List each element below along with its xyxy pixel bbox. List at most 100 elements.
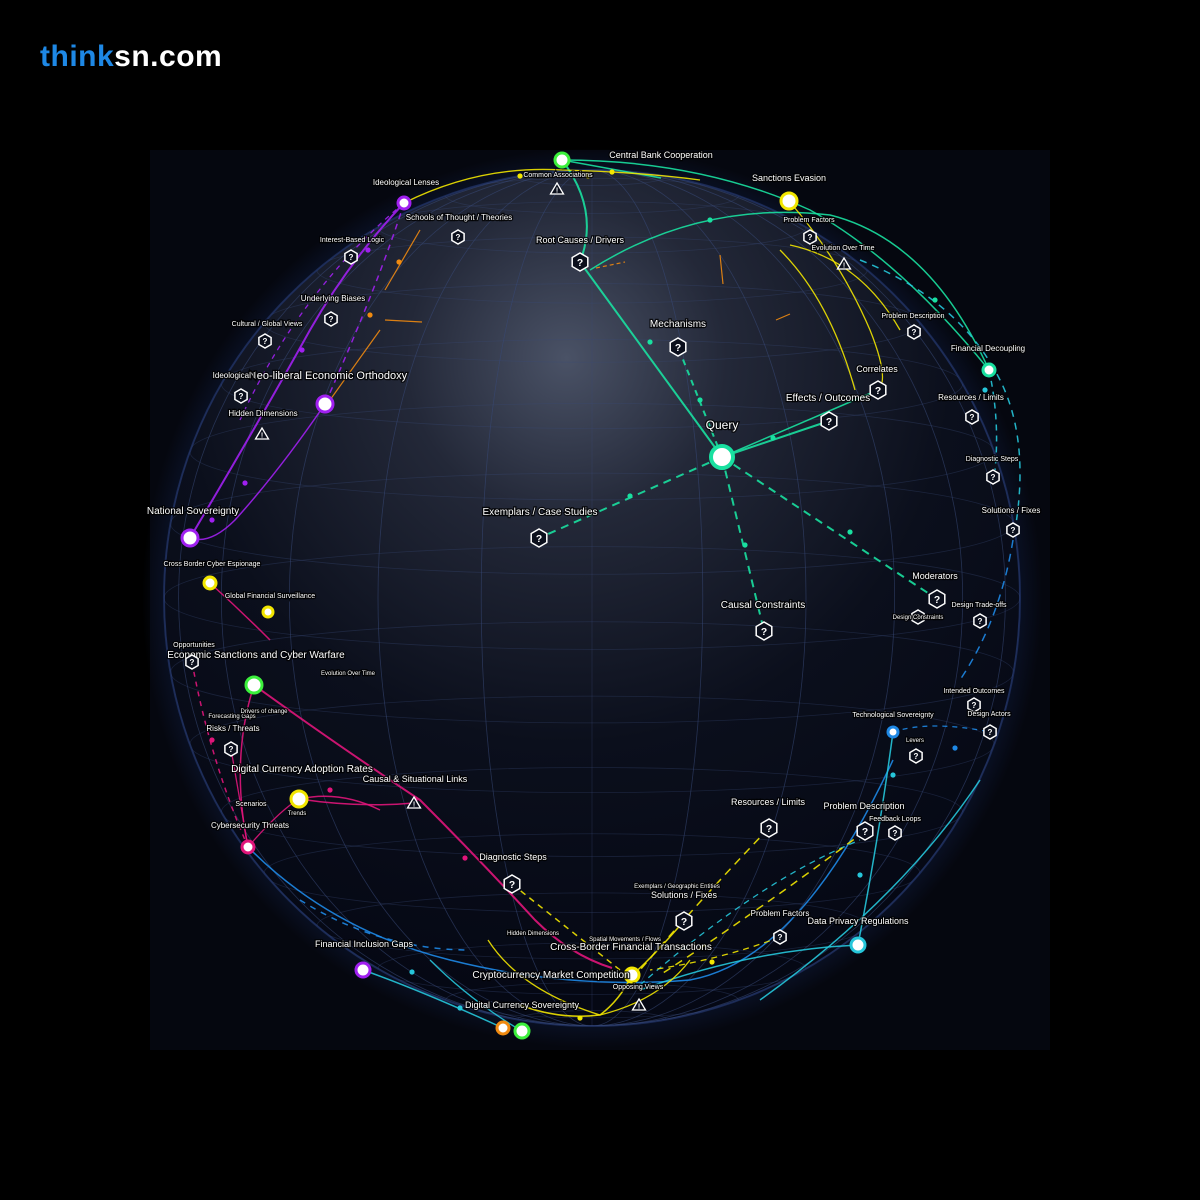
question-node-design-actors[interactable]: ?Design Actors [966, 710, 1012, 740]
entity-node-circle[interactable] [981, 362, 997, 378]
entity-node-circle[interactable] [553, 151, 571, 169]
question-node-risks-threats[interactable]: ?Risks / Threats [205, 723, 261, 757]
question-node-underlying-biases[interactable]: ?Underlying Biases [300, 293, 366, 327]
node-crypto-competition[interactable]: Cryptocurrency Market Competition [471, 969, 631, 1036]
node-ideological-lenses[interactable]: Ideological Lenses [372, 177, 440, 211]
entity-node-circle[interactable] [354, 961, 372, 979]
question-node-problem-factors-top[interactable]: ?Problem Factors [782, 216, 836, 245]
question-node-schools-of-thought[interactable]: ?Schools of Thought / Theories [405, 212, 513, 245]
entity-node-circle[interactable] [849, 936, 867, 954]
question-node-resources-limits-right[interactable]: ?Resources / Limits [937, 392, 1005, 425]
entity-node-circle[interactable] [396, 195, 412, 211]
warning-node-opposing-views[interactable]: !Opposing Views [612, 983, 665, 1011]
question-hex-icon[interactable] [185, 654, 199, 670]
warning-triangle-icon[interactable] [836, 256, 852, 270]
warning-triangle-icon[interactable] [254, 426, 270, 440]
question-hex-icon[interactable] [965, 409, 979, 425]
entity-node-circle[interactable] [240, 839, 256, 855]
question-hex-icon[interactable] [967, 697, 981, 713]
entity-node-circle[interactable] [513, 1022, 531, 1040]
question-hex-icon[interactable] [907, 324, 921, 340]
question-hex-icon[interactable] [530, 528, 548, 548]
question-node-cultural-global-views[interactable]: ?Cultural / Global Views [230, 320, 304, 349]
question-node-solutions-fixes-right[interactable]: ?Solutions / Fixes [980, 505, 1042, 538]
question-hex-icon[interactable] [224, 741, 238, 757]
question-hex-icon[interactable] [669, 337, 687, 357]
question-node-mechanisms[interactable]: ?Mechanisms [649, 318, 707, 357]
question-hex-icon[interactable] [1006, 522, 1020, 538]
question-hex-icon[interactable] [571, 252, 589, 272]
entity-node-circle[interactable] [886, 725, 900, 739]
question-node-root-causes[interactable]: ?Root Causes / Drivers [535, 234, 626, 272]
warning-node-causal-situational-links[interactable]: !Causal & Situational Links [361, 773, 469, 809]
node-cybersecurity-threats[interactable]: Cybersecurity Threats [210, 820, 290, 855]
node-digital-currency-adoption[interactable]: Digital Currency Adoption Rates [230, 763, 374, 809]
question-hex-icon[interactable] [258, 333, 272, 349]
question-hex-icon[interactable] [344, 249, 358, 265]
question-node-causal-constraints[interactable]: ?Causal Constraints [720, 599, 806, 641]
question-node-problem-factors-bottom[interactable]: ?Problem Factors [749, 908, 811, 945]
question-node-problem-description-bottom[interactable]: ?Problem Description [822, 800, 906, 841]
node-cross-border-espionage[interactable]: Cross Border Cyber Espionage [162, 560, 262, 591]
question-node-resources-limits-bottom[interactable]: ?Resources / Limits [730, 796, 807, 838]
node-central-bank[interactable]: Central Bank Cooperation [553, 149, 714, 169]
warning-node-evolution-over-time-top[interactable]: !Evolution Over Time [810, 244, 876, 270]
question-hex-icon[interactable] [820, 411, 838, 431]
question-hex-icon[interactable] [856, 821, 874, 841]
question-node-effects-outcomes[interactable]: ?Effects / Outcomes [785, 392, 871, 431]
entity-node-circle[interactable] [261, 605, 275, 619]
node-econ-sanctions[interactable]: Economic Sanctions and Cyber Warfare [166, 649, 346, 695]
entity-node-circle[interactable] [779, 191, 799, 211]
question-hex-icon[interactable] [888, 825, 902, 841]
question-node-moderators[interactable]: ?Moderators [911, 570, 960, 609]
warning-node-common-associations[interactable]: !Common Associations [522, 171, 594, 195]
question-hex-icon[interactable] [928, 589, 946, 609]
warning-node-hidden-dimensions-left[interactable]: !Hidden Dimensions [227, 408, 299, 440]
node-tech-sovereignty[interactable]: Technological Sovereignty [851, 711, 935, 739]
node-neoliberal[interactable]: Neo-liberal Economic Orthodoxy [248, 369, 409, 414]
entity-node-circle[interactable] [623, 966, 641, 984]
warning-triangle-icon[interactable] [406, 795, 422, 809]
entity-node-circle[interactable] [180, 528, 200, 548]
question-hex-icon[interactable] [451, 229, 465, 245]
question-hex-icon[interactable] [986, 469, 1000, 485]
question-hex-icon[interactable] [760, 818, 778, 838]
entity-node-circle[interactable] [315, 394, 335, 414]
question-node-diagnostic-steps-bottom[interactable]: ?Diagnostic Steps [478, 851, 549, 894]
question-hex-icon[interactable] [234, 388, 248, 404]
node-financial-inclusion[interactable]: Financial Inclusion Gaps [314, 938, 415, 979]
warning-triangle-icon[interactable] [631, 997, 647, 1011]
node-global-surveillance[interactable]: Global Financial Surveillance [224, 592, 316, 619]
question-node-levers[interactable]: ?Levers [905, 737, 925, 764]
question-node-design-constraints[interactable]: ?Design Constraints [891, 609, 945, 625]
question-hex-icon[interactable] [869, 380, 887, 400]
node-cross-border-financial[interactable]: Cross-Border Financial Transactions [549, 941, 713, 984]
question-hex-icon[interactable] [675, 911, 693, 931]
question-hex-icon[interactable] [803, 229, 817, 245]
node-financial-decoupling[interactable]: Financial Decoupling [950, 343, 1026, 378]
entity-node-circle[interactable] [202, 575, 218, 591]
question-node-interest-based-logic[interactable]: ?Interest-Based Logic [319, 236, 386, 265]
question-node-ideological-i[interactable]: ?Ideological I [211, 370, 257, 404]
entity-node-circle[interactable] [289, 789, 309, 809]
question-hex-icon[interactable] [983, 724, 997, 740]
question-node-exemplars[interactable]: ?Exemplars / Case Studies [481, 506, 599, 548]
question-node-solutions-fixes-bottom[interactable]: ?Solutions / Fixes [650, 889, 719, 931]
node-query[interactable]: Query [704, 417, 740, 470]
node-data-privacy[interactable]: Data Privacy Regulations [806, 915, 910, 954]
question-hex-icon[interactable] [773, 929, 787, 945]
question-hex-icon[interactable] [755, 621, 773, 641]
entity-node-circle[interactable] [244, 675, 264, 695]
question-node-problem-description-top[interactable]: ?Problem Description [880, 312, 946, 340]
node-national-sovereignty[interactable]: National Sovereignty [146, 505, 240, 548]
question-node-opportunities[interactable]: ?Opportunities [172, 641, 217, 670]
node-sanctions-evasion[interactable]: Sanctions Evasion [751, 172, 827, 211]
warning-triangle-icon[interactable] [549, 181, 565, 195]
question-node-correlates[interactable]: ?Correlates [855, 363, 900, 400]
hub-node-circle[interactable] [709, 444, 735, 470]
question-hex-icon[interactable] [503, 874, 521, 894]
question-node-intended-outcomes[interactable]: ?Intended Outcomes [942, 687, 1006, 713]
question-hex-icon[interactable] [911, 609, 925, 625]
question-node-design-tradeoffs[interactable]: ?Design Trade-offs [950, 601, 1008, 629]
